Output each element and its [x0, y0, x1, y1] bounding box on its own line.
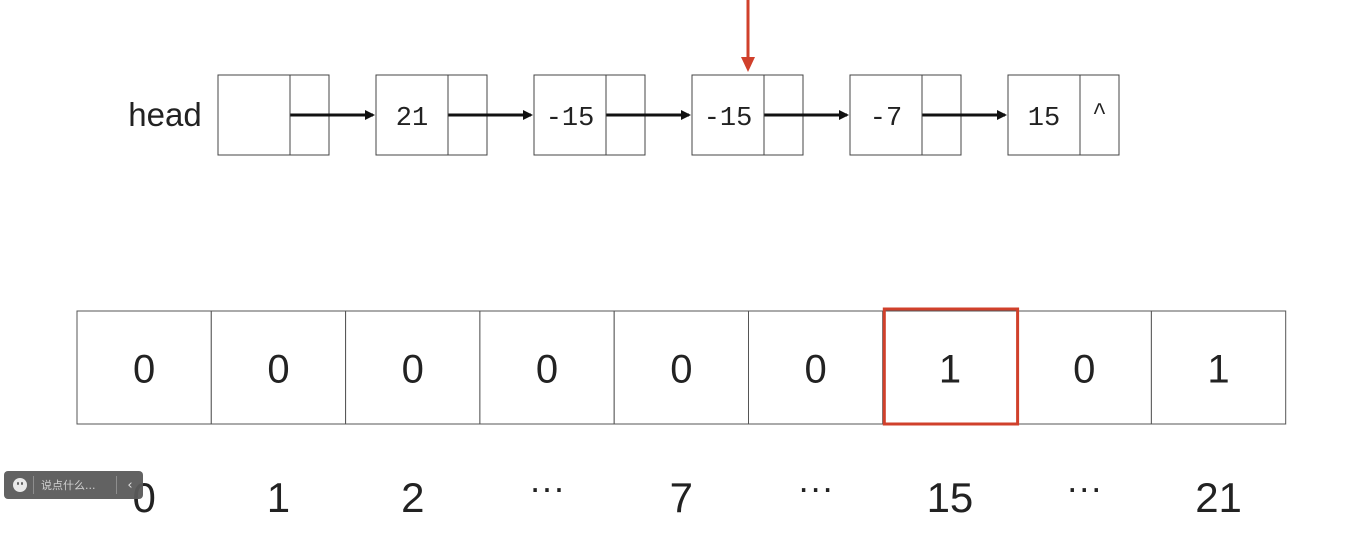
- current-pointer: [741, 0, 755, 72]
- list-node: [217, 74, 330, 156]
- array-cell-value: 0: [670, 348, 692, 392]
- array-cell: [882, 310, 1018, 425]
- array-cell-value: 1: [1207, 348, 1229, 392]
- head-label: head: [128, 96, 201, 133]
- linked-list: 21 -15 -15 -7 15 ^: [217, 74, 1120, 156]
- bit-array: 0 0 0 0 0 0 1 0 1: [76, 307, 1287, 426]
- emoji-icon[interactable]: [13, 478, 27, 492]
- array-index-label: 1: [267, 474, 290, 521]
- node-next-null: ^: [1092, 100, 1106, 127]
- array-index-label: 2: [401, 474, 424, 521]
- array-cell: [210, 310, 347, 425]
- array-cell: [748, 310, 884, 425]
- array-cell: [613, 310, 750, 425]
- node-value-box: [1007, 74, 1081, 156]
- node-value: -15: [546, 104, 595, 134]
- array-index-label: 15: [927, 474, 974, 521]
- node-value: 15: [1028, 104, 1060, 134]
- node-value: -7: [870, 104, 902, 134]
- comment-widget[interactable]: 说点什么... ‹: [4, 471, 143, 499]
- array-cell-value: 0: [267, 348, 289, 392]
- chevron-left-icon[interactable]: ‹: [127, 477, 133, 493]
- array-cell: [345, 310, 481, 425]
- array-cell-value: 0: [536, 348, 558, 392]
- array-cell-value: 0: [402, 348, 424, 392]
- node-value-box: [533, 74, 607, 156]
- array-index-label: 7: [670, 474, 693, 521]
- divider: [116, 476, 117, 494]
- array-cell-value: 0: [1073, 348, 1095, 392]
- node-value: 21: [396, 104, 428, 134]
- node-value-box: [849, 74, 923, 156]
- array-cell-value: 1: [939, 348, 961, 392]
- node-value: -15: [704, 104, 753, 134]
- node-value-box: [217, 74, 291, 156]
- highlighted-cell-frame: [882, 307, 1020, 426]
- array-index-label: ···: [798, 467, 834, 508]
- array-index-label: 21: [1195, 474, 1242, 521]
- array-cell: [1150, 310, 1287, 425]
- array-cell: [76, 310, 212, 425]
- array-cell-value: 0: [805, 348, 827, 392]
- list-node: -15: [533, 74, 646, 156]
- node-next-box: [1079, 74, 1120, 156]
- array-cell-value: 0: [133, 348, 155, 392]
- node-value-box: [375, 74, 449, 156]
- array-cell: [1016, 310, 1152, 425]
- array-index-label: ···: [1066, 467, 1102, 508]
- comment-input[interactable]: 说点什么...: [41, 479, 96, 492]
- list-node: 15 ^: [1007, 74, 1120, 156]
- array-cell: [479, 310, 615, 425]
- pointer-arrow-head: [741, 57, 755, 72]
- divider: [33, 476, 34, 494]
- array-index-label: ···: [529, 467, 565, 508]
- node-value-box: [691, 74, 765, 156]
